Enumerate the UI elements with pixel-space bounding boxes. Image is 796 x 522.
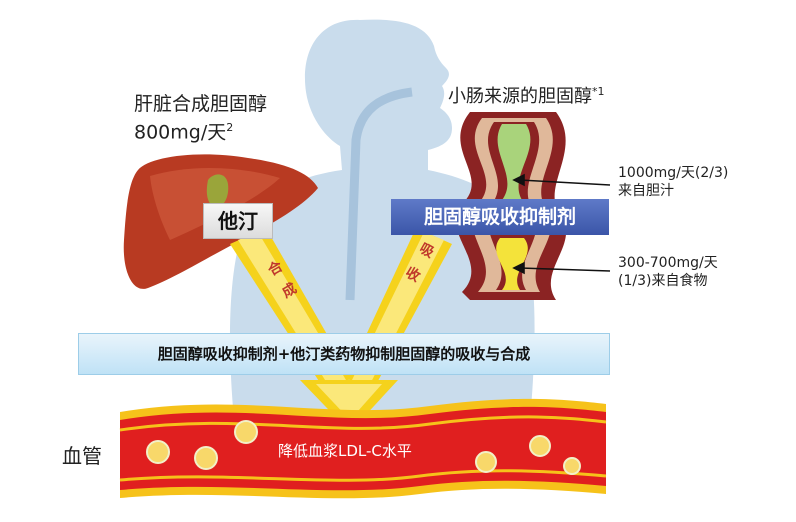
food-region <box>496 238 528 290</box>
statin-label: 他汀 <box>203 203 273 239</box>
bile-note: 1000mg/天(2/3) 来自胆汁 <box>618 165 729 199</box>
cholesterol-particles <box>146 420 581 475</box>
vessel-label: 血管 <box>62 444 102 468</box>
combination-banner: 胆固醇吸收抑制剂+他汀类药物抑制胆固醇的吸收与合成 <box>78 333 610 375</box>
inhibitor-label: 胆固醇吸收抑制剂 <box>391 199 609 235</box>
food-note: 300-700mg/天 (1/3)来自食物 <box>618 255 718 289</box>
esophagus <box>345 87 413 301</box>
intestine-title: 小肠来源的胆固醇*1 <box>448 85 605 107</box>
vessel-effect-label: 降低血浆LDL-C水平 <box>278 442 412 460</box>
intestine-pointers <box>512 173 611 275</box>
bile-region <box>497 124 531 200</box>
liver-title: 肝脏合成胆固醇 800mg/天2 <box>134 93 268 144</box>
